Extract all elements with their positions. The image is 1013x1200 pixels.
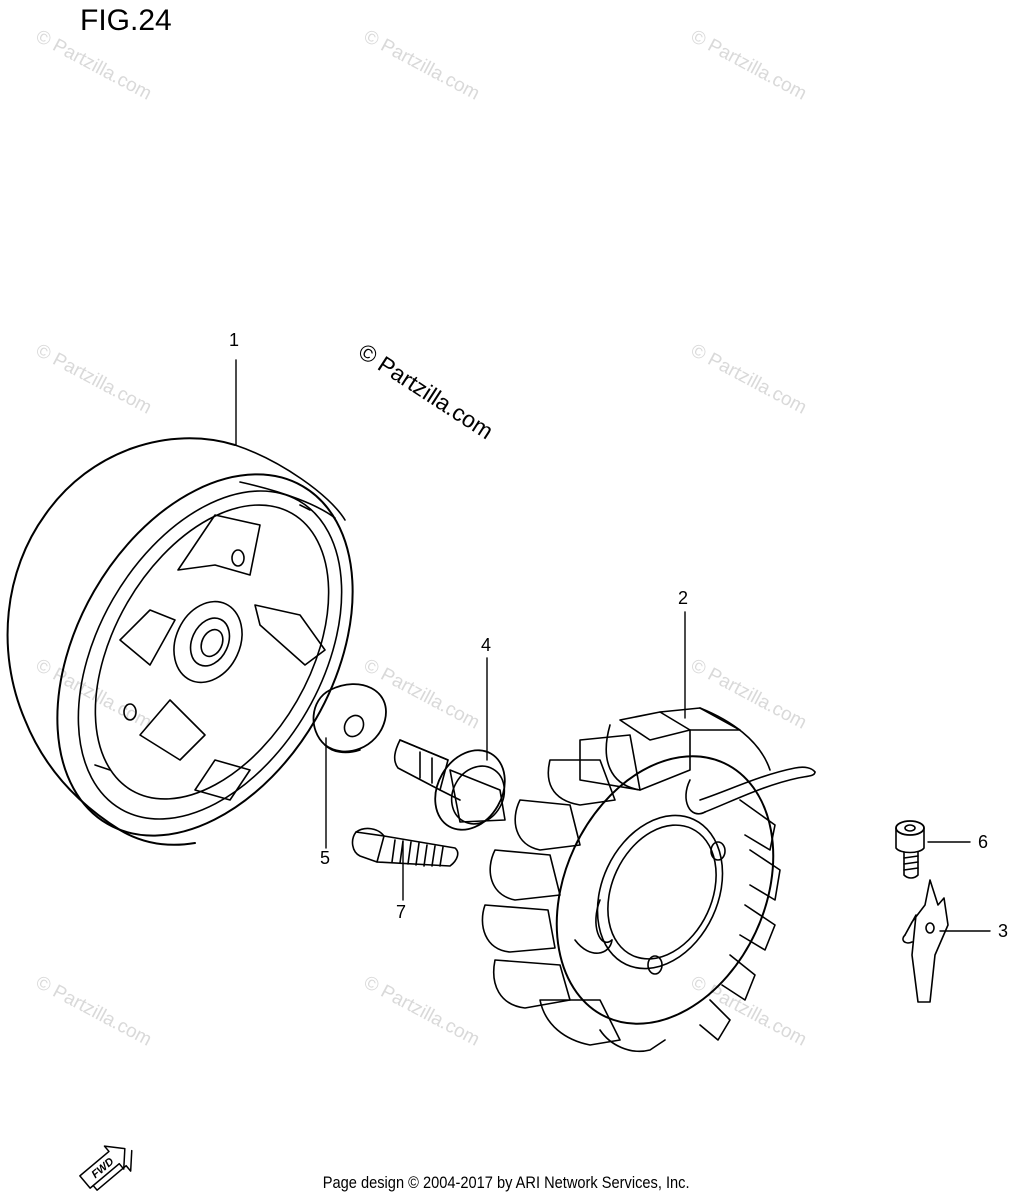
leader-lines	[235, 359, 991, 932]
callout-7: 7	[396, 902, 407, 922]
figure-title: FIG.24	[80, 4, 172, 37]
part-1-flywheel-rotor	[6, 437, 354, 846]
callout-6: 6	[978, 832, 989, 852]
footer-copyright: Page design © 2004-2017 by ARI Network S…	[322, 1173, 690, 1192]
callout-3: 3	[998, 921, 1009, 941]
callout-4: 4	[481, 635, 492, 655]
part-7-bolt	[351, 827, 459, 867]
callout-5: 5	[320, 848, 331, 868]
part-4-spacer	[393, 739, 506, 831]
callout-1: 1	[229, 330, 240, 350]
part-2-stator	[481, 707, 816, 1052]
part-3-bracket	[902, 879, 949, 1003]
callout-2: 2	[678, 588, 689, 608]
part-5-washer	[312, 683, 387, 754]
part-6-small-bolt	[895, 820, 925, 879]
